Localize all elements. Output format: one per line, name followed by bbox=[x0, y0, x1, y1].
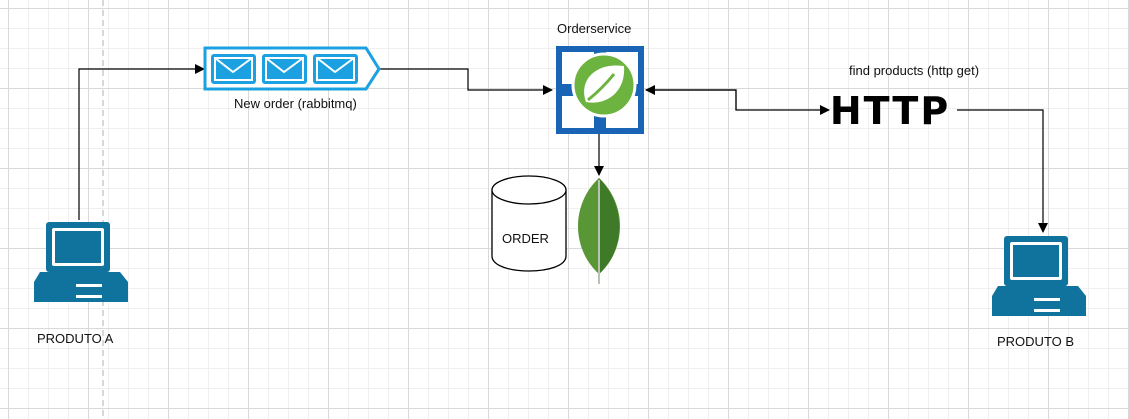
mongodb-leaf-icon bbox=[577, 178, 621, 284]
produto-b-label: PRODUTO B bbox=[997, 334, 1075, 349]
http-logo[interactable]: HTTP bbox=[830, 89, 950, 133]
message-queue-icon[interactable] bbox=[203, 46, 381, 91]
computer-icon-produto-a[interactable] bbox=[34, 222, 128, 302]
computer-icon-produto-b[interactable] bbox=[992, 236, 1086, 316]
edge-queue-to-service[interactable] bbox=[380, 68, 553, 95]
edges bbox=[78, 64, 1048, 233]
edge-produto-a-to-queue[interactable] bbox=[78, 64, 205, 220]
queue-label: New order (rabbitmq) bbox=[234, 96, 357, 111]
db-label: ORDER bbox=[502, 231, 549, 246]
produto-a-label: PRODUTO A bbox=[37, 331, 114, 346]
service-label: Orderservice bbox=[557, 21, 632, 36]
http-text: HTTP bbox=[830, 89, 950, 133]
http-caption: find products (http get) bbox=[849, 63, 980, 78]
edge-http-to-service[interactable] bbox=[646, 89, 830, 115]
spring-service-icon[interactable] bbox=[556, 46, 644, 134]
edge-service-to-http[interactable] bbox=[645, 85, 737, 110]
database-cylinder-icon[interactable] bbox=[491, 175, 567, 272]
edge-http-to-produto-b[interactable] bbox=[957, 109, 1048, 233]
